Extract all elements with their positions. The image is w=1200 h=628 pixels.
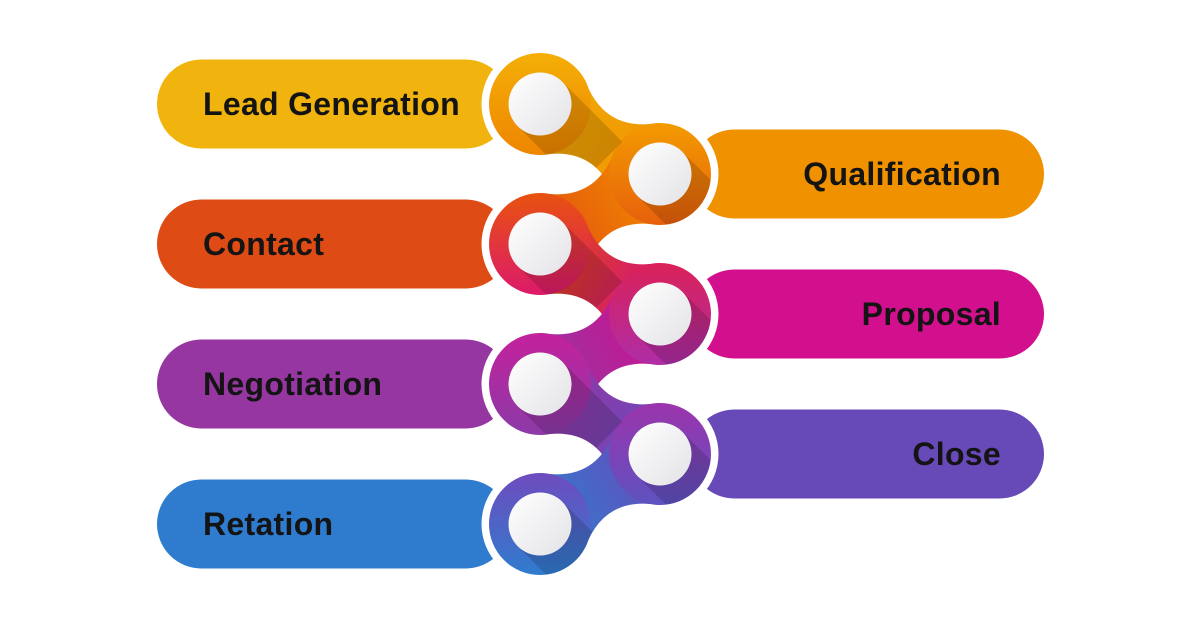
stage-labels: Lead Generation Qualification Contact Pr…: [203, 86, 1001, 542]
node-inner-discs: [508, 72, 692, 556]
pill-qualification: [690, 129, 1044, 219]
pill-negotiation: [157, 339, 510, 429]
pill-close: [690, 409, 1044, 499]
label-close: Close: [912, 436, 1001, 472]
node-inner-disc: [508, 72, 572, 136]
pill-lead-generation: [157, 59, 510, 149]
stage-pills: [157, 59, 1044, 569]
node-inner-disc: [508, 492, 572, 556]
label-lead-generation: Lead Generation: [203, 86, 460, 122]
node-inner-disc: [508, 212, 572, 276]
node-inner-disc: [628, 282, 692, 346]
pill-contact: [157, 199, 510, 289]
label-qualification: Qualification: [803, 156, 1001, 192]
pill-retation: [157, 479, 510, 569]
node-inner-disc: [628, 142, 692, 206]
label-contact: Contact: [203, 226, 324, 262]
label-proposal: Proposal: [862, 296, 1001, 332]
label-retation: Retation: [203, 506, 333, 542]
label-negotiation: Negotiation: [203, 366, 382, 402]
node-inner-disc: [628, 422, 692, 486]
pill-proposal: [690, 269, 1044, 359]
node-inner-disc: [508, 352, 572, 416]
